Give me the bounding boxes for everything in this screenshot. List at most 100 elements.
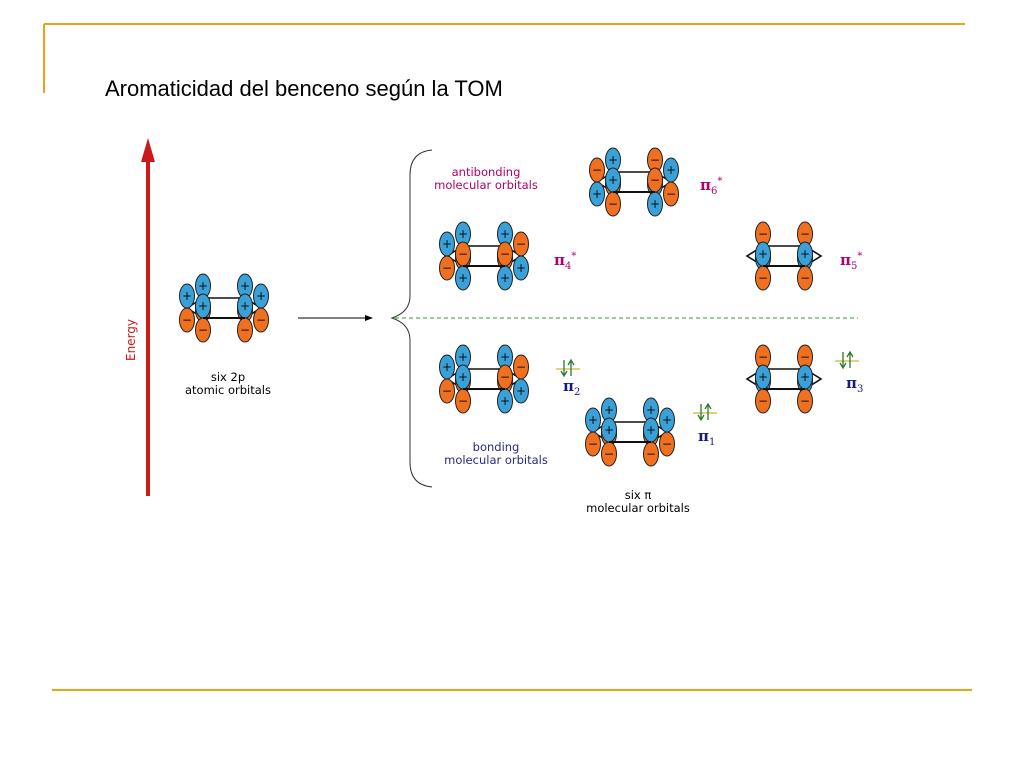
p-lobe-lower: + <box>497 388 513 414</box>
svg-text:+: + <box>458 370 468 384</box>
orbital-drawings: +−+−+−+−+−+−+−−+−++−+−−++−+−+−−+−+−+−+−+… <box>179 147 823 467</box>
svg-text:+: + <box>608 173 618 187</box>
svg-text:+: + <box>500 227 510 241</box>
pi3-label: π3 <box>846 374 864 395</box>
p-lobe-lower: − <box>179 307 195 333</box>
svg-text:−: − <box>758 394 768 408</box>
svg-text:−: − <box>800 227 810 241</box>
p-lobe-upper: − <box>497 241 513 267</box>
svg-text:+: + <box>240 299 250 313</box>
p-lobe-upper: + <box>755 241 771 267</box>
p-lobe-lower: − <box>755 388 771 414</box>
svg-text:−: − <box>592 163 602 177</box>
svg-text:+: + <box>198 279 208 293</box>
svg-text:+: + <box>800 370 810 384</box>
p-lobe-lower: − <box>253 307 269 333</box>
p-lobe-lower: + <box>497 265 513 291</box>
energy-arrowhead <box>141 138 155 162</box>
pi4-label: π4* <box>554 251 577 272</box>
svg-text:−: − <box>800 271 810 285</box>
p-lobe-upper: + <box>237 293 253 319</box>
p-lobe-lower: + <box>647 191 663 217</box>
svg-text:−: − <box>442 261 452 275</box>
svg-text:+: + <box>592 187 602 201</box>
p-lobe-upper: − <box>455 241 471 267</box>
six-pi-line1: six π <box>624 488 652 502</box>
six-pi-mo-label: six π molecular orbitals <box>572 489 704 515</box>
svg-text:+: + <box>458 350 468 364</box>
svg-text:−: − <box>650 153 660 167</box>
svg-text:+: + <box>646 403 656 417</box>
svg-text:−: − <box>662 437 672 451</box>
p-lobe-lower: − <box>797 265 813 291</box>
svg-text:+: + <box>458 227 468 241</box>
atomic-label-line1: six 2p <box>210 370 246 384</box>
p-lobe-lower: + <box>455 265 471 291</box>
brace <box>390 149 433 488</box>
svg-text:+: + <box>650 197 660 211</box>
p-lobe-lower: − <box>755 265 771 291</box>
svg-text:−: − <box>800 350 810 364</box>
p-lobe-upper: − <box>797 221 813 247</box>
svg-text:−: − <box>500 247 510 261</box>
p-lobe-lower: − <box>195 317 211 343</box>
svg-text:−: − <box>608 197 618 211</box>
svg-text:−: − <box>500 370 510 384</box>
svg-text:+: + <box>198 299 208 313</box>
svg-text:+: + <box>516 384 526 398</box>
p-lobe-upper: − <box>647 167 663 193</box>
atomic-label-line2: atomic orbitals <box>185 383 271 397</box>
svg-text:−: − <box>650 173 660 187</box>
benzene-pi6: +−−+−++−+−−+ <box>589 147 679 217</box>
svg-text:−: − <box>588 437 598 451</box>
svg-text:+: + <box>256 289 266 303</box>
p-lobe-upper: + <box>439 231 455 257</box>
benzene-pi5: −+−++−+− <box>745 221 823 291</box>
svg-text:+: + <box>604 423 614 437</box>
svg-text:+: + <box>240 279 250 293</box>
svg-text:−: − <box>442 384 452 398</box>
svg-text:+: + <box>500 271 510 285</box>
p-lobe-upper: + <box>797 241 813 267</box>
svg-text:+: + <box>646 423 656 437</box>
p-lobe-lower: − <box>605 191 621 217</box>
svg-text:+: + <box>500 350 510 364</box>
antibonding-label: antibonding molecular orbitals <box>428 166 544 192</box>
svg-text:−: − <box>240 323 250 337</box>
six-pi-line2: molecular orbitals <box>586 501 690 515</box>
svg-text:−: − <box>758 271 768 285</box>
svg-text:+: + <box>588 413 598 427</box>
benzene-atomic-2p: +−+−+−+−+−+− <box>179 273 269 343</box>
p-lobe-upper: + <box>455 364 471 390</box>
p-lobe-upper: − <box>513 231 529 257</box>
p-lobe-lower: − <box>643 441 659 467</box>
p-lobe-upper: + <box>253 283 269 309</box>
svg-text:+: + <box>608 153 618 167</box>
svg-text:+: + <box>442 237 452 251</box>
p-lobe-lower: + <box>513 255 529 281</box>
pi1-label: π1 <box>698 427 716 448</box>
svg-text:−: − <box>604 447 614 461</box>
benzene-pi3: −+−++−+− <box>745 344 823 414</box>
svg-text:+: + <box>604 403 614 417</box>
pi5-label: π5* <box>840 251 863 272</box>
p-lobe-lower: − <box>439 255 455 281</box>
p-lobe-lower: − <box>663 181 679 207</box>
svg-text:+: + <box>758 247 768 261</box>
electron-pair-pi1 <box>693 402 717 422</box>
bonding-label: bonding molecular orbitals <box>438 441 554 467</box>
svg-text:−: − <box>646 447 656 461</box>
pi6-label: π6* <box>700 176 723 197</box>
electron-pair-pi2 <box>556 358 580 378</box>
p-lobe-upper: + <box>585 407 601 433</box>
svg-text:−: − <box>458 394 468 408</box>
svg-text:−: − <box>800 394 810 408</box>
p-lobe-lower: + <box>589 181 605 207</box>
p-lobe-lower: − <box>455 388 471 414</box>
bonding-line2: molecular orbitals <box>444 453 548 467</box>
p-lobe-upper: + <box>195 293 211 319</box>
svg-text:+: + <box>500 394 510 408</box>
p-lobe-upper: − <box>589 157 605 183</box>
